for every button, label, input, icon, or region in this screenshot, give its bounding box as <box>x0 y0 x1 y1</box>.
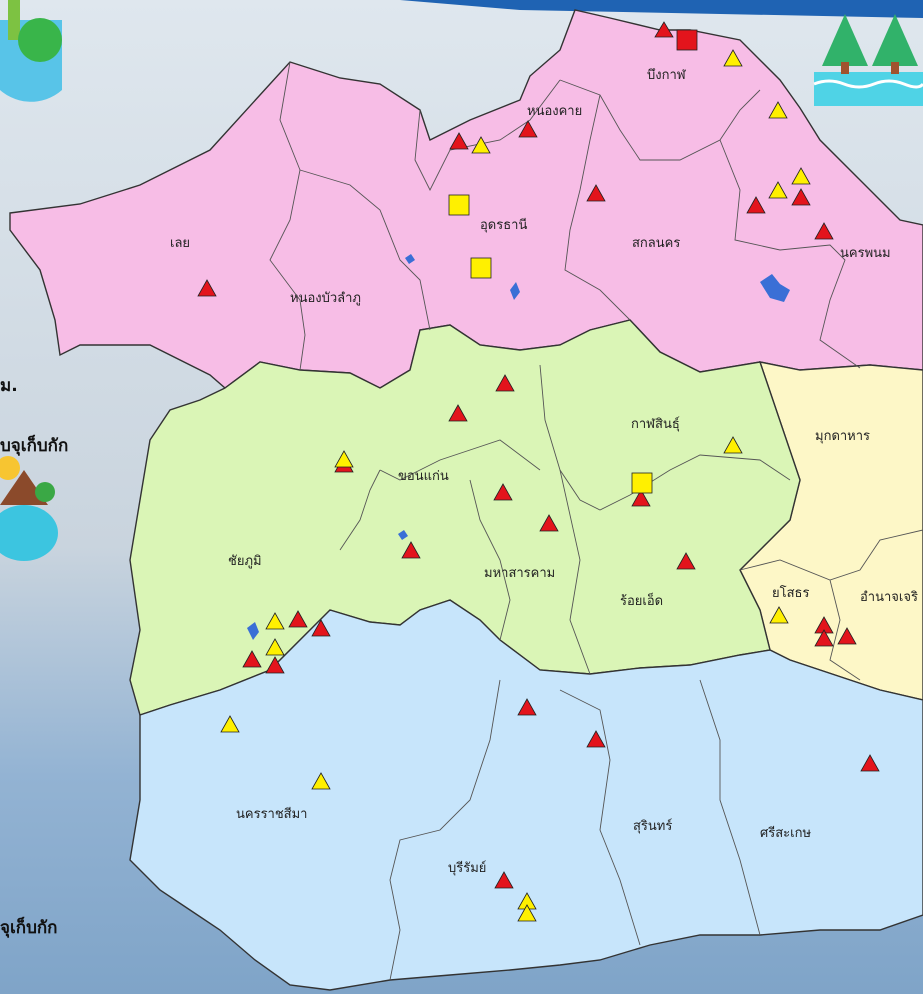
marker-red-triangle <box>493 483 513 501</box>
marker-red-triangle <box>791 188 811 206</box>
marker-yellow-triangle <box>768 101 788 119</box>
marker-yellow-triangle <box>723 49 743 67</box>
province-label-surin: สุรินทร์ <box>633 819 673 834</box>
province-label-nakhonratchasima: นครราชสีมา <box>236 807 308 822</box>
marker-yellow-triangle <box>517 904 537 922</box>
marker-yellow-triangle <box>769 606 789 624</box>
marker-red-triangle <box>654 21 674 38</box>
marker-yellow-triangle <box>791 167 811 185</box>
marker-red-square <box>676 29 698 51</box>
marker-yellow-triangle <box>334 450 354 468</box>
banner-stripe <box>400 0 923 18</box>
marker-red-triangle <box>288 610 308 628</box>
marker-red-triangle <box>676 552 696 570</box>
province-label-kalasin: กาฬสินธุ์ <box>631 417 680 432</box>
marker-red-triangle <box>586 730 606 748</box>
marker-red-triangle <box>631 489 651 507</box>
side-text-1: ม. <box>0 376 18 396</box>
marker-yellow-triangle <box>220 715 240 733</box>
province-label-chaiyaphum: ชัยภูมิ <box>228 554 262 569</box>
marker-yellow-triangle <box>471 136 491 154</box>
globe-icon <box>0 0 62 102</box>
marker-red-triangle <box>494 871 514 889</box>
marker-red-triangle <box>860 754 880 772</box>
province-label-mukdahan: มุกดาหาร <box>815 429 871 444</box>
tree-lake-icon <box>813 14 923 106</box>
province-label-roiet: ร้อยเอ็ด <box>620 594 664 609</box>
marker-red-triangle <box>197 279 217 297</box>
province-label-sakonnakhon: สกลนคร <box>632 236 681 251</box>
region-south <box>129 599 923 991</box>
marker-red-triangle <box>814 222 834 240</box>
marker-red-triangle <box>814 629 834 647</box>
mountain-lake-icon <box>0 456 58 561</box>
province-label-buengkan: บึงกาฬ <box>647 68 686 83</box>
province-label-yasothon: ยโสธร <box>772 586 810 601</box>
marker-yellow-triangle <box>723 436 743 454</box>
province-label-sisaket: ศรีสะเกษ <box>760 826 812 841</box>
marker-yellow-triangle <box>265 638 285 656</box>
marker-yellow-square <box>448 194 470 216</box>
marker-red-triangle <box>448 404 468 422</box>
marker-yellow-triangle <box>265 612 285 630</box>
marker-red-triangle <box>401 541 421 559</box>
marker-red-triangle <box>517 698 537 716</box>
marker-yellow-square <box>631 472 653 494</box>
marker-red-triangle <box>265 656 285 674</box>
province-label-nongbualamphu: หนองบัวลำภู <box>290 291 361 306</box>
side-text-2: บจุเก็บกัก <box>0 436 69 456</box>
marker-yellow-square <box>470 257 492 279</box>
province-label-nongkhai: หนองคาย <box>527 104 583 119</box>
province-label-mahasarakham: มหาสารคาม <box>484 566 556 581</box>
marker-red-triangle <box>449 132 469 150</box>
marker-red-triangle <box>495 374 515 392</box>
marker-yellow-triangle <box>311 772 331 790</box>
province-label-udonthani: อุดรธานี <box>480 218 528 233</box>
marker-red-triangle <box>539 514 559 532</box>
marker-red-triangle <box>746 196 766 214</box>
province-label-nakhonphanom: นครพนม <box>840 246 891 261</box>
side-text-3: จุเก็บกัก <box>0 918 58 938</box>
province-label-loei: เลย <box>170 236 191 251</box>
province-label-buriram: บุรีรัมย์ <box>448 861 487 876</box>
province-label-khonkaen: ขอนแก่น <box>398 469 449 484</box>
province-label-amnatcharoen: อำนาจเจริ <box>860 590 918 605</box>
province-borders <box>269 61 923 981</box>
marker-red-triangle <box>837 627 857 645</box>
marker-red-triangle <box>311 619 331 637</box>
marker-red-triangle <box>586 184 606 202</box>
marker-red-triangle <box>242 650 262 668</box>
markers-layer <box>197 21 880 922</box>
marker-red-triangle <box>518 120 538 138</box>
marker-yellow-triangle <box>768 181 788 199</box>
water-bodies <box>247 254 790 640</box>
